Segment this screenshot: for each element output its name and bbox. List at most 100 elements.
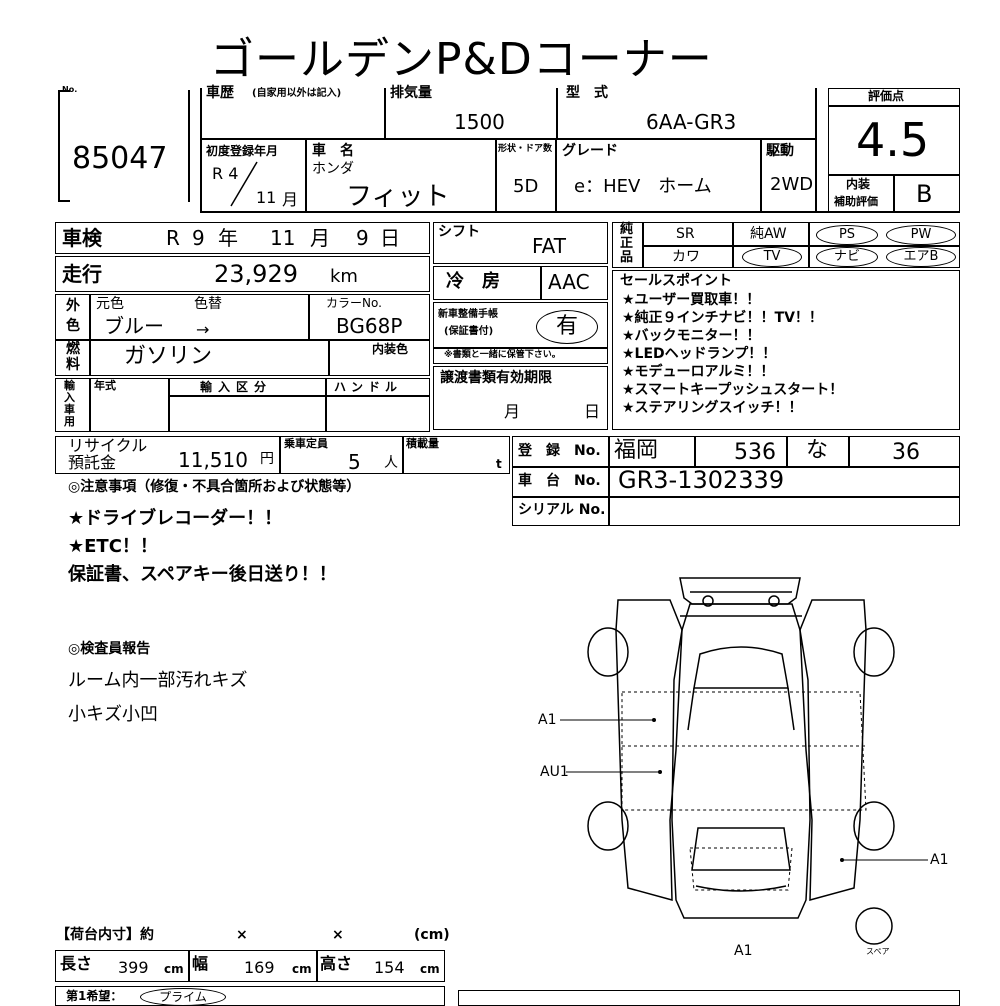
lot-no-label: No. — [62, 85, 78, 94]
damage-label-a1: A1 — [538, 712, 557, 728]
equipment-aw: 純AW — [750, 226, 787, 242]
manual-label-1: 新車整備手帳 — [438, 309, 498, 320]
inspection-month-unit: 月 — [310, 226, 330, 250]
chassis-label: 車 台 No. — [518, 473, 601, 489]
capacity-value: 5 — [348, 450, 361, 474]
doors-label: 形状・ドア数 — [498, 144, 553, 154]
ac-value: AAC — [548, 270, 590, 294]
width-value: 169 — [244, 958, 275, 977]
owner-value: プライム — [140, 988, 226, 1006]
page-title: ゴールデンP&Dコーナー — [210, 34, 713, 85]
import-handle-label: ハンドル — [334, 380, 403, 394]
car-name-label: 車 名 — [312, 143, 354, 159]
color-label-1: 外 — [66, 298, 80, 314]
color-label-2: 色 — [66, 318, 80, 334]
drive-label: 駆動 — [766, 143, 794, 159]
inspector-label: ◎検査員報告 — [68, 641, 151, 657]
inspector-item: ルーム内一部汚れキズ — [68, 670, 248, 691]
chassis-value: GR3-1302339 — [618, 466, 785, 494]
manual-value: 有 — [536, 310, 598, 344]
length-label: 長さ — [60, 954, 93, 973]
equipment-badge-ps: PS — [816, 225, 878, 245]
history-label: 車歴 — [206, 85, 234, 101]
lot-number: 85047 — [72, 141, 168, 176]
ac-label: 冷 房 — [446, 271, 500, 292]
score-label: 評価点 — [868, 89, 905, 103]
score-value: 4.5 — [856, 113, 930, 167]
load-label: 積載量 — [406, 437, 439, 450]
color-arrow: → — [196, 320, 210, 339]
equipment-badge-pw: PW — [886, 225, 956, 245]
height-label: 高さ — [320, 954, 353, 973]
registration-class: 536 — [734, 440, 776, 465]
interior-score-label-1: 内装 — [846, 177, 871, 191]
cargo-x1: × — [236, 927, 248, 943]
first-reg-month: 11 — [256, 188, 277, 207]
inspection-day: 9 — [356, 226, 369, 250]
color-original: ブルー — [104, 314, 164, 338]
equipment-sr: SR — [676, 226, 695, 242]
doors-value: 5D — [513, 176, 539, 197]
length-unit: cm — [164, 962, 184, 976]
fuel-value: ガソリン — [124, 344, 213, 369]
shift-value: FAT — [532, 234, 567, 258]
sales-point-item: ★スマートキープッシュスタート！ — [622, 382, 844, 398]
mileage-unit: km — [330, 266, 358, 287]
inspection-year: 9 — [192, 226, 205, 250]
grade-value: e：HEV ホーム — [574, 176, 712, 197]
model-value: 6AA-GR3 — [646, 110, 737, 134]
inspection-day-unit: 日 — [380, 226, 400, 250]
sales-point-item: ★純正９インチナビ！！TV！！ — [622, 310, 823, 326]
color-change-label: 色替 — [194, 296, 222, 312]
equipment-label-1: 純 — [620, 222, 634, 237]
damage-label-a1-right: A1 — [930, 852, 949, 868]
damage-label-a1-rear: A1 — [734, 943, 753, 959]
grade-label: グレード — [562, 143, 618, 159]
import-year-label: 年式 — [94, 379, 116, 392]
width-unit: cm — [292, 962, 312, 976]
car-damage-diagram — [560, 577, 928, 945]
equipment-label-3: 品 — [620, 250, 634, 265]
note-item: ★ETC！！ — [68, 536, 158, 557]
capacity-unit: 人 — [384, 455, 398, 471]
capacity-label: 乗車定員 — [284, 437, 328, 450]
manual-note: ※書類と一緒に保管下さい。 — [444, 350, 561, 360]
first-reg-label: 初度登録年月 — [206, 144, 279, 158]
load-unit: t — [496, 457, 502, 471]
equipment-badge-tv: TV — [742, 247, 802, 267]
equipment-leather: カワ — [672, 249, 700, 265]
transfer-day: 日 — [584, 402, 601, 421]
manual-label-2: (保証書付) — [444, 326, 494, 337]
cargo-label: 【荷台内寸】約 — [56, 927, 154, 943]
drive-value: 2WD — [770, 174, 814, 195]
sales-points-label: セールスポイント — [620, 273, 732, 289]
cargo-unit: (cm) — [414, 927, 450, 943]
registration-number: 36 — [892, 440, 920, 465]
serial-label: シリアル No. — [518, 502, 606, 518]
equipment-label-2: 正 — [620, 236, 634, 251]
interior-color-label: 内装色 — [372, 342, 409, 356]
registration-kana: な — [806, 438, 829, 463]
mileage-value: 23,929 — [214, 260, 298, 288]
transfer-label: 譲渡書類有効期限 — [440, 370, 552, 386]
inspection-label: 車検 — [62, 226, 102, 250]
displacement-value: 1500 — [454, 110, 505, 134]
notes-label: ◎注意事項（修復・不具合箇所および状態等） — [68, 479, 361, 495]
fuel-label-2: 料 — [66, 357, 80, 373]
recycle-label-2: 預託金 — [68, 453, 117, 472]
interior-score-value: B — [916, 180, 933, 208]
import-type-label: 輸入区分 — [200, 380, 273, 394]
slash-mark — [230, 161, 258, 207]
recycle-unit: 円 — [260, 451, 274, 467]
note-item: 保証書、スペアキー後日送り！！ — [68, 564, 337, 585]
fuel-label-1: 燃 — [66, 341, 80, 357]
color-code: BG68P — [336, 314, 403, 338]
sales-point-item: ★モデューロアルミ！！ — [622, 364, 775, 380]
first-reg-year: R 4 — [212, 164, 239, 183]
transfer-month: 月 — [504, 402, 521, 421]
shift-label: シフト — [438, 224, 480, 240]
equipment-badge-airbag: エアB — [886, 247, 956, 267]
inspector-item: 小キズ小凹 — [68, 704, 158, 725]
height-value: 154 — [374, 958, 405, 977]
recycle-value: 11,510 — [178, 448, 248, 472]
